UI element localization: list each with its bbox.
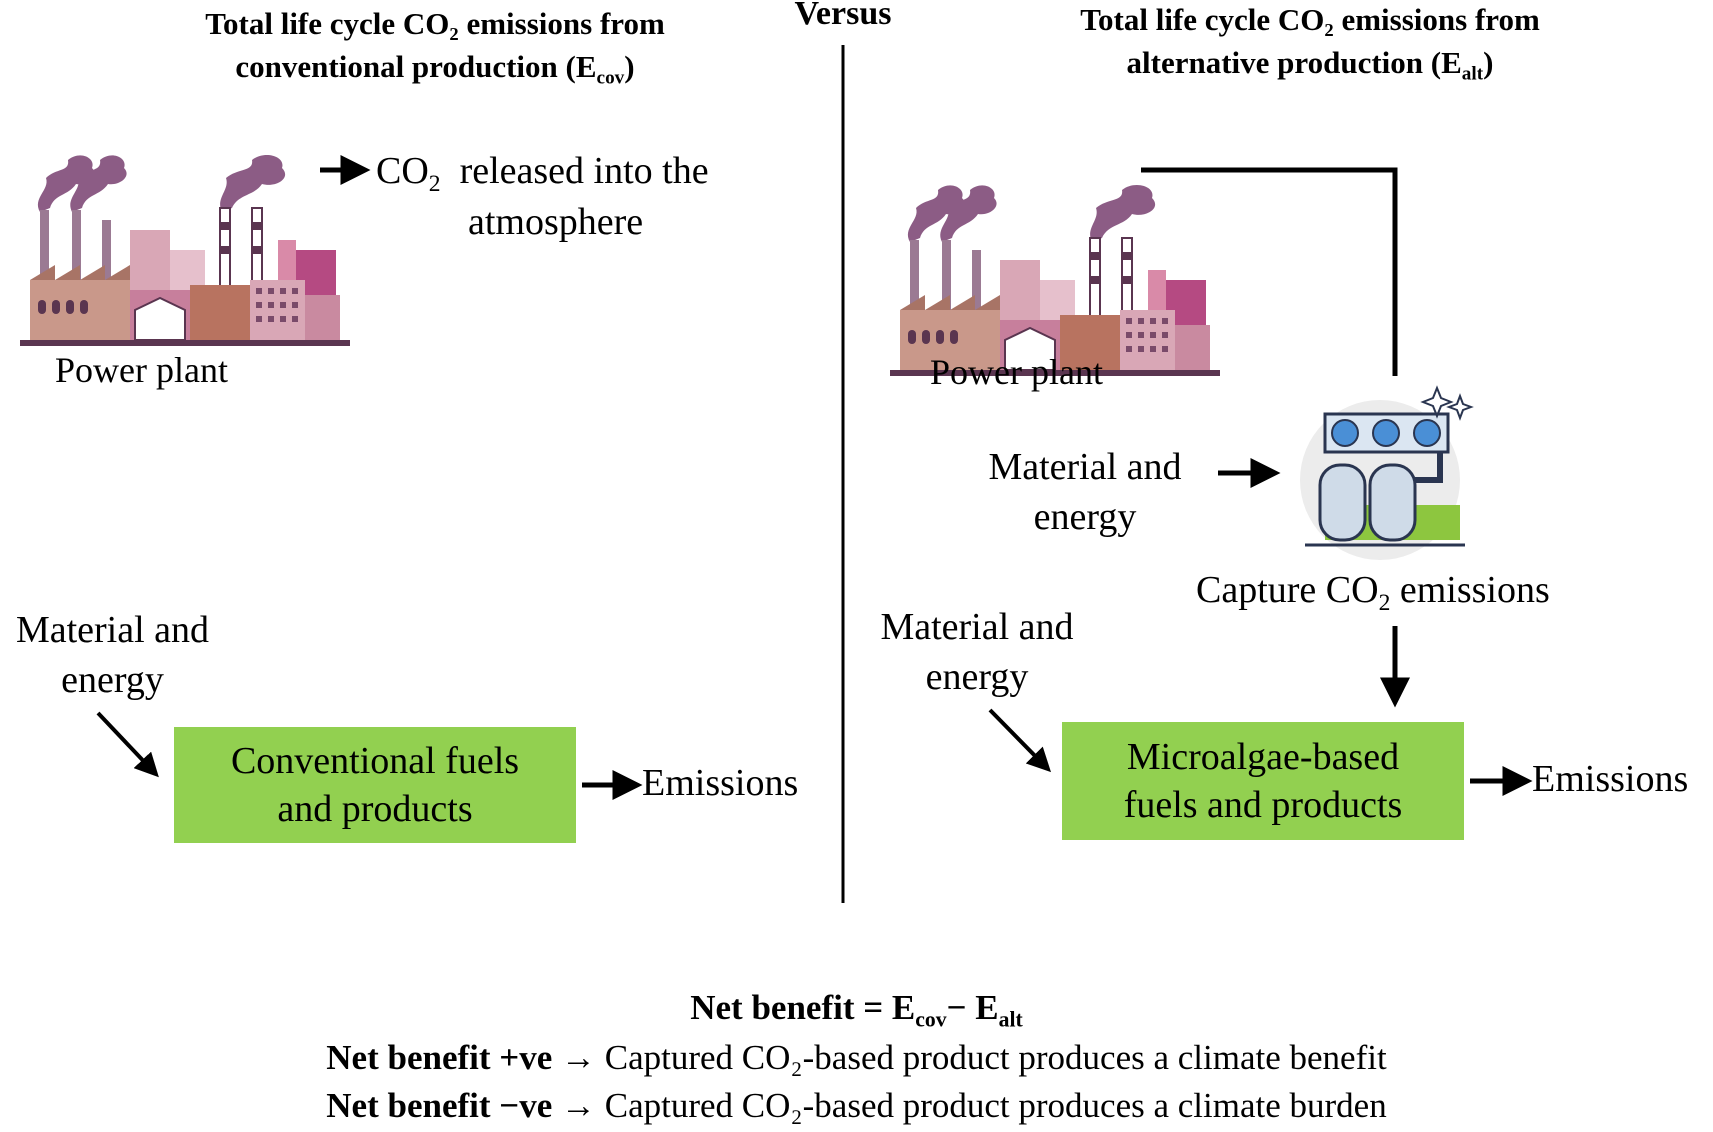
left-title: Total life cycle CO₂ emissions from conv… [205, 6, 665, 89]
net-benefit-negative: Net benefit −ve → Captured CO₂-based pro… [326, 1086, 1387, 1125]
left-input-label: Material and energy [15, 609, 210, 701]
sparkle-icon [1420, 385, 1474, 421]
left-plant-label: Power plant [55, 350, 228, 390]
carbon-capture-icon [1300, 400, 1465, 560]
left-emissions-label: Emissions [642, 762, 799, 804]
co2-release-label: CO2 released into the [376, 150, 709, 198]
right-title: Total life cycle CO₂ emissions from alte… [1080, 2, 1540, 85]
left-input-arrow [96, 711, 159, 778]
capture-label: Capture CO2 emissions [1196, 569, 1550, 617]
right-input-arrow [988, 708, 1052, 773]
right-input-label: Material and energy [880, 606, 1074, 698]
capture-input-label: Material and energy [988, 446, 1182, 538]
factory-icon-left [19, 153, 351, 347]
net-benefit-positive: Net benefit +ve → Captured CO₂-based pro… [326, 1038, 1387, 1077]
co2-release-label-line2: atmosphere [468, 201, 644, 243]
right-plant-label: Power plant [930, 352, 1103, 392]
right-emissions-label: Emissions [1532, 758, 1689, 800]
net-benefit-formula: Net benefit = Ecov− Ealt [690, 988, 1023, 1032]
capture-connector-line [1141, 167, 1398, 376]
